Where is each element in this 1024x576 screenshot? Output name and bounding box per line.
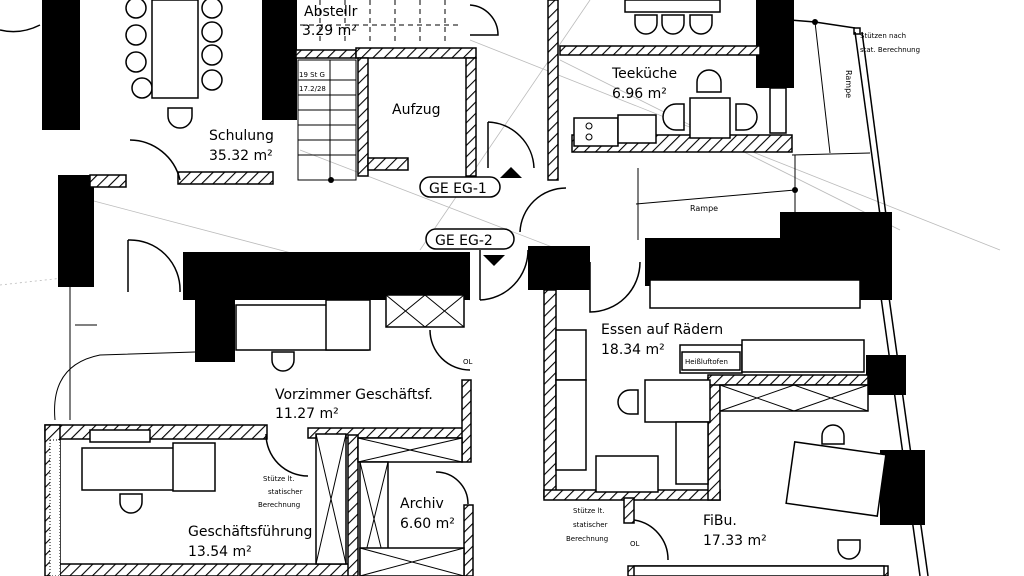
- stair-count: 19 St G: [299, 71, 325, 79]
- door-mark-ol-1: OL: [463, 358, 473, 366]
- room-area-vorzimmer: 11.27 m²: [275, 406, 339, 422]
- furniture: [81, 0, 887, 576]
- room-name-gf: Geschäftsführung: [188, 524, 312, 540]
- room-name-teekueche: Teeküche: [611, 66, 677, 82]
- room-name-schulung: Schulung: [209, 128, 274, 144]
- ramp-structure: [49, 19, 929, 576]
- section-arrow-down-icon: [483, 255, 505, 266]
- door-mark-ol-2: OL: [630, 540, 640, 548]
- room-name-archiv: Archiv: [400, 496, 444, 512]
- room-name-abstell: Abstellr: [304, 4, 358, 20]
- support-note-right-2: statischer: [573, 521, 608, 529]
- support-note-left-3: Berechnung: [258, 501, 300, 509]
- ramp-label-vertical: Rampe: [844, 70, 853, 98]
- support-note-left-2: statischer: [268, 488, 303, 496]
- room-area-essen: 18.34 m²: [601, 342, 665, 358]
- room-area-schulung: 35.32 m²: [209, 148, 273, 164]
- section-arrow-up-icon: [500, 167, 522, 178]
- tag-ge-eg-1: GE EG-1: [429, 181, 487, 197]
- support-note-right-1: Stütze lt.: [573, 507, 605, 515]
- support-note-top-1: Stützen nach: [860, 32, 906, 40]
- doors: [0, 4, 669, 561]
- support-note-left-1: Stütze lt.: [263, 475, 295, 483]
- support-note-top-2: stat. Berechnung: [860, 46, 920, 54]
- support-note-right-3: Berechnung: [566, 535, 608, 543]
- annotations: GE EG-1 GE EG-2 Rampe Rampe Stützen nach…: [258, 32, 920, 548]
- staircase: 19 St G 17.2/28: [297, 0, 460, 183]
- appliance-label: Heißluftofen: [685, 358, 728, 366]
- room-name-vorzimmer: Vorzimmer Geschäftsf.: [275, 387, 433, 403]
- room-area-abstell: 3.29 m²: [302, 23, 357, 39]
- room-area-teekueche: 6.96 m²: [612, 86, 667, 102]
- room-name-fibu: FiBu.: [703, 513, 737, 529]
- room-area-gf: 13.54 m²: [188, 544, 252, 560]
- ramp-label-horizontal: Rampe: [690, 204, 718, 213]
- tag-ge-eg-2: GE EG-2: [435, 233, 493, 249]
- room-area-archiv: 6.60 m²: [400, 516, 455, 532]
- room-labels: Abstellr 3.29 m² Schulung 35.32 m² Aufzu…: [188, 4, 767, 560]
- room-area-fibu: 17.33 m²: [703, 533, 767, 549]
- room-name-aufzug: Aufzug: [392, 102, 441, 118]
- room-name-essen: Essen auf Rädern: [601, 322, 723, 338]
- stair-dimension: 17.2/28: [299, 85, 326, 93]
